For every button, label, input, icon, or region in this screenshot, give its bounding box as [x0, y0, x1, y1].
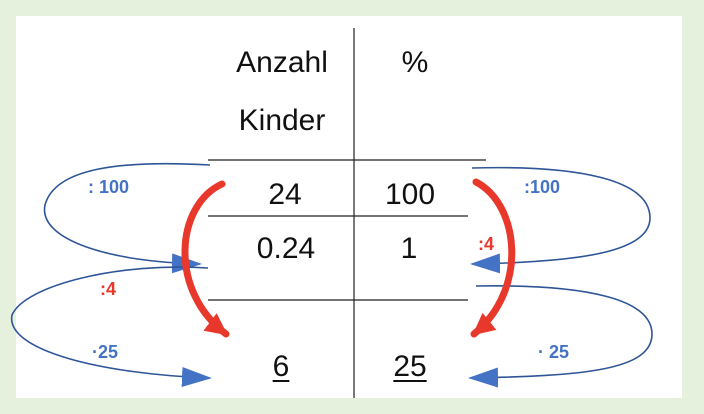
column-header-count-line1: Anzahl: [236, 46, 328, 79]
left-multiply-arrow: [11, 266, 212, 387]
row2-percent: 1: [400, 232, 418, 265]
right-red-arrow: [470, 178, 516, 338]
column-header-count-line2: Kinder: [238, 104, 326, 137]
right-divide-arrow: [470, 166, 651, 274]
row1-percent: 100: [384, 178, 436, 211]
right-divide-red-label: :4: [478, 234, 495, 254]
row3-percent: 25: [393, 350, 427, 383]
left-divide-label: : 100: [88, 177, 130, 197]
left-divide-red-label: :4: [100, 279, 117, 299]
column-header-percent: %: [401, 46, 429, 79]
white-panel: [16, 16, 682, 398]
row2-count: 0.24: [256, 232, 316, 265]
left-multiply-label: ·25: [92, 342, 119, 362]
right-divide-label: :100: [524, 177, 561, 197]
left-divide-arrow: [43, 162, 211, 274]
right-multiply-arrow: [468, 285, 653, 388]
row3-count: 6: [272, 350, 290, 383]
right-multiply-label: · 25: [538, 342, 570, 362]
row1-count: 24: [268, 178, 302, 211]
left-red-arrow: [181, 180, 230, 338]
